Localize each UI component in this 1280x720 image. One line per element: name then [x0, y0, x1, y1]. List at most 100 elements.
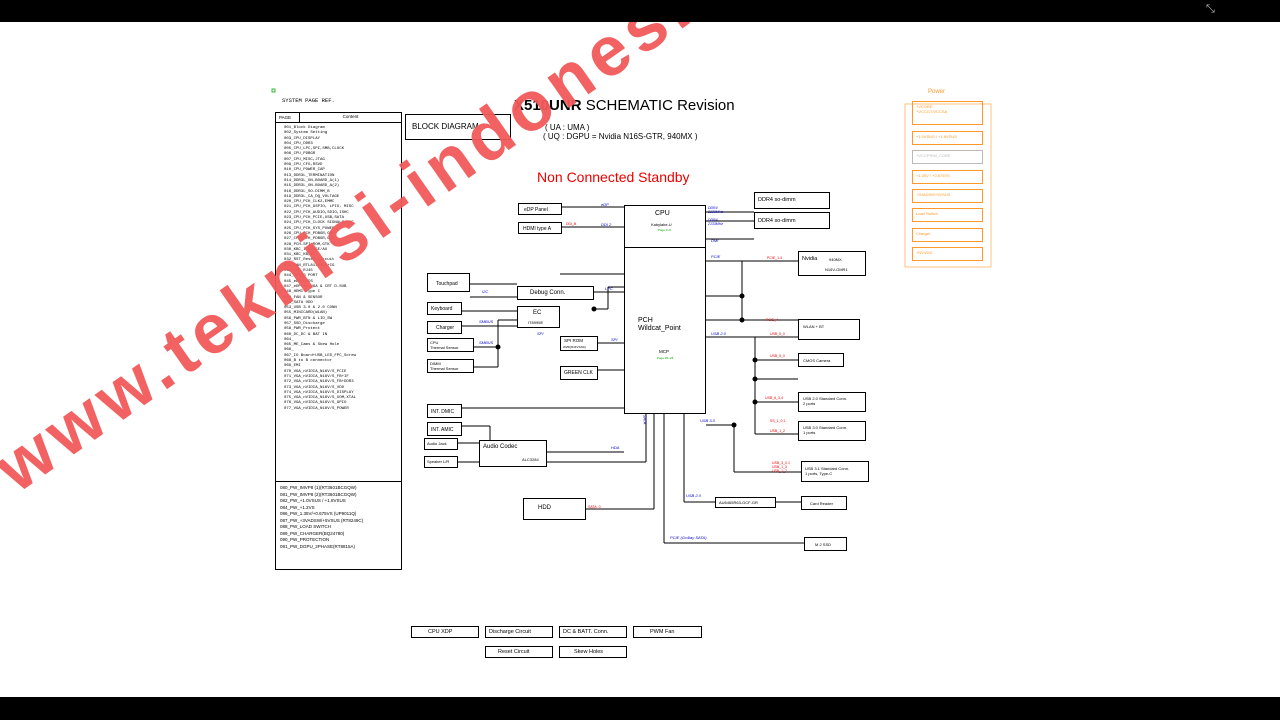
toc-item: 004_CPU_DDR3 [284, 141, 313, 146]
bus-usb20: USB 2.0 [711, 331, 726, 336]
reset-circuit: Reset Circuit [485, 646, 553, 658]
hdmi-conn: HDMI type A [518, 222, 562, 234]
net-usb-f: USB_3_0,1 USB_1_3 USB_1_2 [772, 461, 790, 473]
toc-item: 056_PWR_BTN & LID_SW [284, 316, 333, 321]
toc-power-item: 080_PW_IMVP8 (1)(RT3601BCGQW) [280, 485, 357, 490]
net-hdmi: DDI_B [566, 222, 577, 226]
toc-item: 031_KBC_KB,TP [284, 253, 316, 258]
toc-power-item: 091_PW_DGPU_2PHASE(RT8815A) [280, 543, 355, 549]
ddr4-dimm-2: DDR4 so-dimm [754, 212, 830, 229]
pch-name: PCH [638, 317, 653, 324]
wiring [271, 88, 992, 544]
mcp-label: MCP [659, 349, 669, 354]
toc-item: 030_KBC_IT8995E/AX [284, 247, 328, 252]
ec-label: EC [533, 310, 542, 316]
bus-smbus-2: SMBUS [479, 340, 494, 345]
toc-item: 005_CPU_LPC,SPI,SMB,CLOCK [284, 147, 345, 152]
dimm-thermal-sensor: DIMM Thermal Sensor [427, 359, 474, 373]
toc-item: 064_ [284, 337, 294, 342]
toc-item: 074_VGA_nVIDIA_N16V/S_DISPLAY [284, 390, 354, 395]
toc-item: 020_CPU_PCH_CLK2,EMMC [284, 200, 335, 205]
ec-sub: IT8995E [528, 320, 544, 325]
ec-chip: EC IT8995E [517, 306, 560, 328]
net-usb-a: USB_5_0 [770, 332, 785, 336]
toc-item: 071_VGA_nVIDIA_N16V/S_FB+IF [284, 374, 349, 379]
fullscreen-exit-icon[interactable]: ⤡ [1206, 3, 1215, 15]
toc-item: 021_CPU_PCH_GSPIO, LPIO, MISC [284, 205, 354, 210]
bus-dmi: DMI [711, 238, 719, 243]
power-item: +1.35V / +0.675VS [912, 170, 983, 184]
usb20-conn: USB 2.0 Standard Conn. 2 ports [798, 392, 866, 412]
standby-title: Non Connected Standby [537, 169, 690, 185]
bus-pcie: PCIE [711, 254, 721, 259]
toc-item: 072_VGA_nVIDIA_N16V/S_FB+DDR3 [284, 380, 354, 385]
cpu-page: Page 3~9 [658, 228, 671, 232]
toc-item: 076_VGA_nVIDIA_N16V/S_GPIO [284, 401, 347, 406]
toc-header: PAGE Content [276, 113, 401, 123]
toc-power-item: 086_PW_1.35V/+0.675VS (UP9011Q) [280, 511, 357, 516]
toc-item: 069_EMI [284, 364, 301, 369]
toc-item: 067_IO Board+USB_LED_FPC_Screw [284, 353, 357, 358]
nvidia-label: Nvidia [802, 256, 818, 262]
speaker: Speaker L/R [424, 456, 458, 468]
bus-ddr-b: DDR4 2133MHz [708, 218, 723, 226]
spi-rom-label: SPI ROM [564, 338, 584, 343]
toc-item: 022_CPU_PCH_AUDIO,SDIO,ISHC [284, 210, 349, 215]
toc-power-item: 089_PW_CHARGER(BQ24780) [280, 530, 345, 536]
power-item: +3VADSW+5VSUS [912, 189, 983, 203]
int-dmic: INT. DMIC [427, 404, 462, 418]
audio-codec: Audio Codec ALC3284 [479, 440, 547, 467]
toc-item: 065_ME_Cams & Skew Hole [284, 343, 340, 348]
power-title: Power [928, 89, 946, 95]
power-item: +VCCPRIM_CORE [912, 150, 983, 164]
power-item: Charger [912, 228, 983, 242]
toc-item: 060_DC_DC & BAT IN [284, 332, 328, 337]
toc-item: 073_VGA_nVIDIA_N16V/S_VDD [284, 385, 345, 390]
viewer-bottom-bar [0, 697, 1280, 720]
net-usb-d: SS_1_0,1 [770, 419, 786, 423]
dc-batt-conn: DC & BATT. Conn. [559, 626, 627, 638]
toc-item: 028_PCH-SPI ROM,GTK [284, 242, 330, 247]
codec-sub: ALC3284 [522, 457, 539, 462]
net-usb-c: USB_6_3,4 [765, 396, 783, 400]
toc-item: 075_VGA_nVIDIA_N16V/S_XOM,XTAL [284, 396, 357, 401]
discharge-circuit: Discharge Circuit [485, 626, 553, 638]
toc-item: 048_HDMI+type C [284, 290, 321, 295]
system-page-ref: SYSTEM PAGE REF. [282, 97, 335, 104]
spi-rom-sub: W25Q64FVSSIQ [563, 345, 586, 349]
net-nvidia: PCIE_1-4 [767, 256, 783, 260]
green-clk: GREEN CLK [560, 366, 598, 380]
keyboard: Keyboard [427, 302, 462, 315]
toc-item: 066_ [284, 348, 294, 353]
power-item: Load Switch [912, 208, 983, 222]
wlan-bt: WLAN + BT [798, 319, 860, 340]
toc-item: 027_CPU_PCH_PDBGR,GND [284, 237, 335, 242]
card-reader: Card Reader [801, 496, 847, 510]
title-model: X510UNR [514, 97, 582, 114]
cpu-thermal-sensor: CPU Thermal Sensor [427, 338, 474, 352]
touchpad: Touchpad [427, 273, 470, 292]
toc-item: 019_DDR3L_CA_DQ_VOLTAGE [284, 194, 340, 199]
usb30-conn: USB 3.0 Standard Conn. 1 ports [798, 421, 866, 441]
power-item: +NVVDD [912, 247, 983, 261]
toc-item: 051_SATA ODD [284, 300, 313, 305]
skew-holes: Skew Holes [559, 646, 627, 658]
charger-block: Charger [427, 321, 462, 334]
toc-power-item: 087_PW_+3VADSW/+5VSUS (RT8249C) [280, 517, 364, 523]
schematic-sheet: SYSTEM PAGE REF. X510UNR SCHEMATIC Revis… [0, 22, 1280, 697]
cmos-camera: CMOS Camera [798, 353, 844, 367]
toc-item: 024_CPU_PCH_CLOCK SIGNALS,RTC [284, 221, 354, 226]
toc-item: 057_SSD_Discharge [284, 321, 325, 326]
net-usb-e: USB_1_2 [770, 429, 785, 433]
toc-item: 010_CPU_POWER_CAP [284, 168, 325, 173]
bus-usb20-b: USB 2.0 [686, 493, 701, 498]
toc-power-item: 081_PW_IMVP8 (2)(RT3601BCGQW) [280, 491, 357, 497]
ddr4-dimm-1: DDR4 so-dimm [754, 192, 830, 209]
toc-item: 014_DDR3L_ON-BOARD_A(1) [284, 178, 340, 183]
codec-label: Audio Codec [483, 444, 518, 450]
variant-dgpu: ( UQ : DGPU = Nvidia N16S-GTR, 940MX ) [543, 132, 698, 141]
toc-item: 007_CPU_MISC,JTAG [284, 157, 325, 162]
toc-item: 009_CPU_CFG,RSVD [284, 163, 323, 168]
toc-item: 070_VGA_nVIDIA_N16V/S_PCIE [284, 369, 347, 374]
